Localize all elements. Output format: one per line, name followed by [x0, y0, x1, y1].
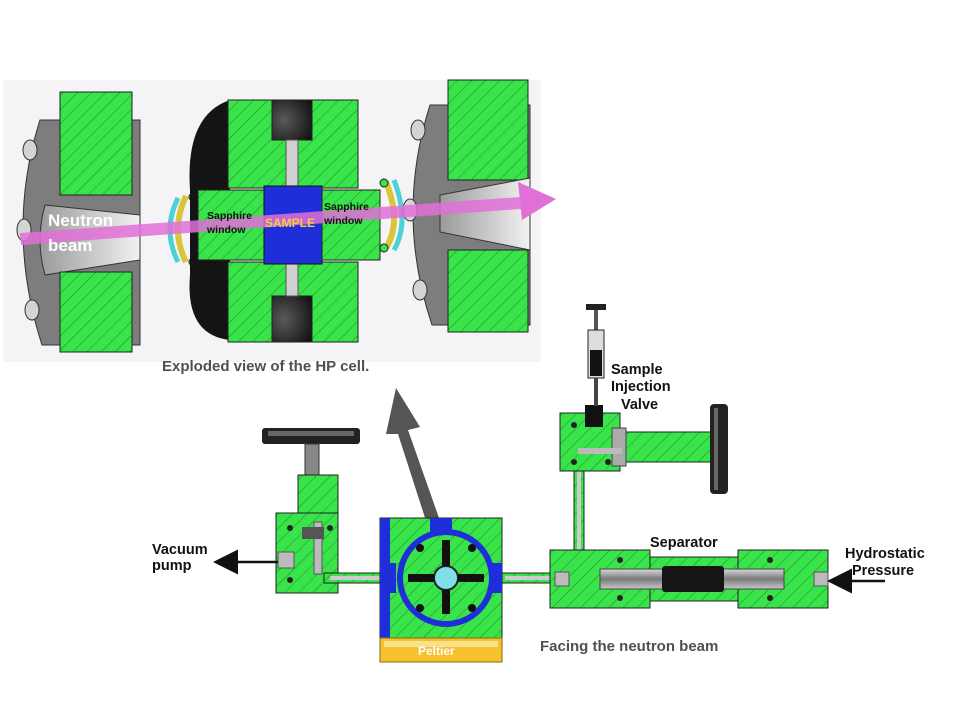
pointer-arrow: [386, 388, 451, 555]
beam-label-line2: beam: [48, 236, 92, 255]
right-flange-bottom-section: [447, 249, 529, 333]
exploded-view: Neutron beam Sapphire window SAMPLE Sapp…: [3, 79, 556, 375]
left-flange-top-section: [59, 91, 133, 196]
injection-label-line2: Injection: [611, 379, 671, 395]
right-flange: [402, 79, 531, 333]
peltier-label: Peltier: [418, 644, 455, 658]
hp-cell-front: [379, 517, 503, 639]
injection-valve: [559, 404, 728, 494]
separator: [549, 549, 829, 609]
peltier-plate: [379, 637, 503, 663]
neutron-beam-arrow: [20, 182, 556, 245]
vacuum-valve-body: [275, 474, 339, 594]
left-flange-bottom-section: [59, 271, 133, 353]
pressure-label-line2: Pressure: [852, 563, 914, 579]
vacuum-label-line1: Vacuum: [152, 542, 208, 558]
right-window-label-line1: Sapphire: [324, 201, 369, 213]
left-window-label-line1: Sapphire: [207, 210, 252, 222]
vacuum-label-line2: pump: [152, 558, 192, 574]
exploded-view-caption: Exploded view of the HP cell.: [162, 358, 369, 375]
system-view: Peltier: [152, 304, 925, 663]
syringe: [586, 304, 606, 406]
right-flange-top-section: [447, 79, 529, 181]
right-o-ring: [379, 178, 405, 253]
sample-label: SAMPLE: [265, 216, 315, 230]
separator-label: Separator: [650, 535, 718, 551]
injection-label-line1: Sample: [611, 362, 663, 378]
right-window-label-line2: window: [323, 215, 363, 227]
injection-label-line3: Valve: [621, 397, 658, 413]
system-caption: Facing the neutron beam: [540, 638, 718, 655]
vacuum-valve-handle: [262, 428, 360, 477]
left-window-label-line2: window: [206, 224, 246, 236]
beam-label-line1: Neutron: [48, 211, 113, 230]
right-sapphire-window: [321, 189, 381, 261]
cell-body: [189, 99, 381, 343]
pressure-label-line1: Hydrostatic: [845, 546, 925, 562]
